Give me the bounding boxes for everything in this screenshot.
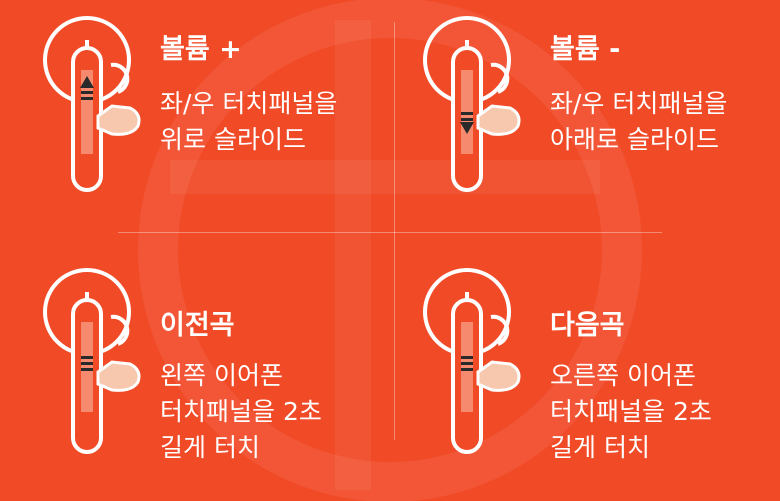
description-line: 길게 터치 — [550, 433, 650, 462]
description-line: 좌/우 터치패널을 — [160, 89, 338, 118]
description-line: 좌/우 터치패널을 — [550, 89, 728, 118]
panel-volume-down: 볼륨 - 좌/우 터치패널을 아래로 슬라이드 — [385, 0, 780, 232]
panel-title: 이전곡 — [160, 310, 235, 341]
earphone-slide-down-icon — [423, 16, 521, 192]
panel-title: 볼륨 - — [550, 34, 621, 65]
horizontal-divider — [118, 232, 662, 233]
description-line: 길게 터치 — [160, 433, 260, 462]
earphone-long-touch-icon — [43, 268, 141, 454]
description-line: 오른쪽 이어폰 — [550, 361, 696, 390]
description-line: 왼쪽 이어폰 — [160, 361, 283, 390]
earphone-long-touch-icon — [423, 268, 521, 454]
description-line: 위로 슬라이드 — [160, 125, 306, 154]
panel-description: 오른쪽 이어폰 터치패널을 2초 길게 터치 — [550, 358, 712, 466]
panel-volume-up: 볼륨 + 좌/우 터치패널을 위로 슬라이드 — [0, 0, 390, 232]
hand-icon — [96, 104, 141, 136]
description-line: 아래로 슬라이드 — [550, 125, 719, 154]
panel-description: 왼쪽 이어폰 터치패널을 2초 길게 터치 — [160, 358, 322, 466]
description-line: 터치패널을 2초 — [160, 397, 322, 426]
panel-next-track: 다음곡 오른쪽 이어폰 터치패널을 2초 길게 터치 — [385, 240, 780, 501]
hand-icon — [96, 360, 141, 392]
panel-title: 다음곡 — [550, 310, 625, 341]
description-line: 터치패널을 2초 — [550, 397, 712, 426]
panel-description: 좌/우 터치패널을 아래로 슬라이드 — [550, 86, 727, 158]
hand-icon — [476, 360, 521, 392]
hand-icon — [476, 104, 521, 136]
vertical-divider — [394, 22, 395, 440]
panel-previous-track: 이전곡 왼쪽 이어폰 터치패널을 2초 길게 터치 — [0, 240, 390, 501]
panel-title: 볼륨 + — [160, 34, 242, 65]
earphone-slide-up-icon — [43, 16, 141, 192]
panel-description: 좌/우 터치패널을 위로 슬라이드 — [160, 86, 337, 158]
